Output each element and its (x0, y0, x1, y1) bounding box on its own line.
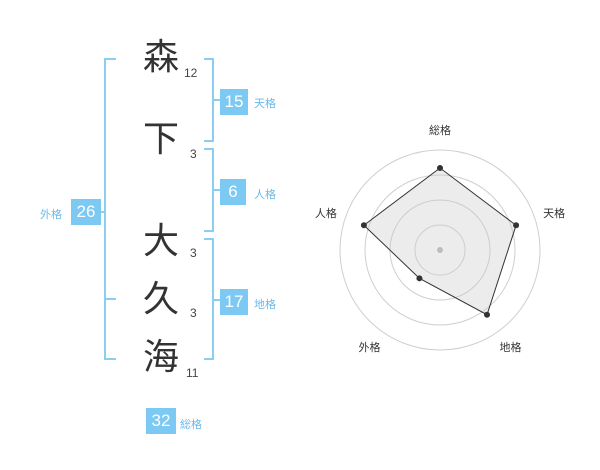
jinkaku-label: 人格 (254, 188, 276, 201)
chikaku-tick (212, 299, 220, 301)
tenkaku-tick (212, 99, 220, 101)
tenkaku-value-badge: 15 (220, 89, 248, 115)
gaikaku-tick (98, 211, 106, 213)
chikaku-value-badge: 17 (220, 289, 248, 315)
gaikaku-bracket (104, 58, 116, 360)
radar-axis-label: 人格 (315, 206, 337, 220)
radar-axis-label: 総格 (429, 123, 451, 137)
gaikaku-value-badge: 26 (71, 199, 101, 225)
name-char-2: 下 (142, 119, 179, 160)
radar-axis-label: 天格 (543, 206, 565, 220)
radar-series-area (363, 167, 517, 316)
jinkaku-value-badge: 6 (220, 179, 246, 205)
tenkaku-label: 天格 (254, 97, 276, 110)
name-char-1: 森 (142, 37, 179, 78)
radar-grid-ring (339, 149, 541, 351)
radar-axis-label: 外格 (358, 340, 380, 354)
stroke-count-5: 11 (186, 366, 199, 380)
jinkaku-tick (212, 189, 220, 191)
radar-point-2 (513, 222, 520, 229)
name-char-3: 大 (142, 221, 179, 262)
stroke-count-2: 3 (190, 147, 197, 161)
soukaku-label: 総格 (180, 418, 202, 431)
stroke-count-3: 3 (190, 246, 197, 260)
radar-point-4 (416, 275, 423, 282)
radar-grid-ring (414, 224, 466, 276)
gaikaku-label: 外格 (40, 208, 62, 221)
name-char-5: 海 (142, 337, 179, 378)
radar-center-point (437, 247, 443, 253)
soukaku-value-badge: 32 (146, 408, 176, 434)
stroke-count-4: 3 (190, 306, 197, 320)
chikaku-label: 地格 (254, 298, 276, 311)
radar-point-5 (360, 222, 367, 229)
gaikaku-divider-tick (104, 298, 116, 300)
radar-grid-ring (364, 174, 516, 326)
radar-point-1 (437, 165, 443, 171)
radar-axis-label: 地格 (500, 340, 522, 354)
stroke-count-1: 12 (184, 66, 198, 80)
name-char-4: 久 (142, 279, 179, 320)
radar-point-3 (484, 311, 491, 318)
